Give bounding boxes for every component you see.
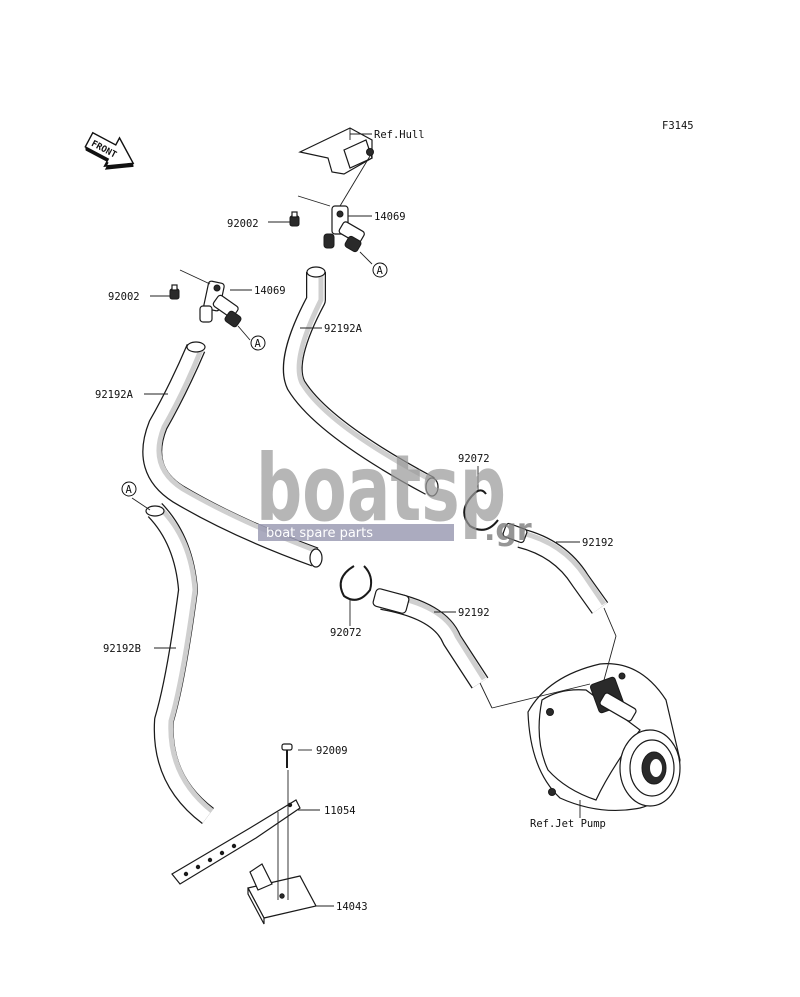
marker-a-upper: A — [372, 262, 388, 278]
bolt-92002-lower — [169, 284, 180, 300]
hose-92192a-upper — [282, 266, 439, 497]
label-92192-right: 92192 — [582, 537, 614, 549]
fitting-14069-lower — [199, 280, 242, 328]
label-14043: 14043 — [336, 901, 368, 913]
label-14069-upper: 14069 — [374, 211, 406, 223]
svg-text:A: A — [377, 265, 384, 277]
label-92002-upper: 92002 — [227, 218, 259, 230]
watermark-tagline: boat spare parts — [266, 526, 373, 541]
clamp-92072-upper — [463, 489, 499, 531]
label-92009: 92009 — [316, 745, 348, 757]
label-92072-upper: 92072 — [458, 453, 490, 465]
bracket-11054 — [171, 799, 301, 885]
leader-lines — [131, 128, 617, 907]
filter-14043 — [247, 863, 317, 925]
fitting-14069-upper — [323, 205, 365, 253]
hose-92192-mid — [372, 588, 489, 689]
label-92192b: 92192B — [103, 643, 141, 655]
hull-bracket — [298, 127, 374, 175]
front-arrow-icon: FRONT — [84, 131, 135, 170]
label-92002-lower: 92002 — [108, 291, 140, 303]
hose-92192-right — [502, 522, 609, 614]
label-14069-lower: 14069 — [254, 285, 286, 297]
bolt-92002-upper — [289, 211, 300, 227]
label-92192a-upper: 92192A — [324, 323, 363, 335]
watermark-suffix: .gr — [484, 513, 532, 548]
label-ref-jet-pump: Ref.Jet Pump — [530, 818, 606, 830]
figure-code: F3145 — [662, 120, 694, 132]
svg-text:A: A — [126, 484, 133, 496]
marker-a-left: A — [121, 481, 137, 497]
label-11054: 11054 — [324, 805, 356, 817]
watermark-logo: boatsp boat spare parts .gr — [256, 435, 532, 548]
clamp-92072-lower — [339, 565, 373, 601]
label-92192-mid: 92192 — [458, 607, 490, 619]
marker-a-lower: A — [250, 335, 266, 351]
svg-text:A: A — [255, 338, 262, 350]
label-92072-lower: 92072 — [330, 627, 362, 639]
label-ref-hull: Ref.Hull — [374, 129, 425, 141]
hose-92192b — [145, 503, 215, 824]
jet-pump — [527, 663, 681, 812]
hose-92192a-left — [142, 341, 323, 568]
screw-92009 — [281, 743, 293, 768]
label-92192a-left: 92192A — [95, 389, 134, 401]
